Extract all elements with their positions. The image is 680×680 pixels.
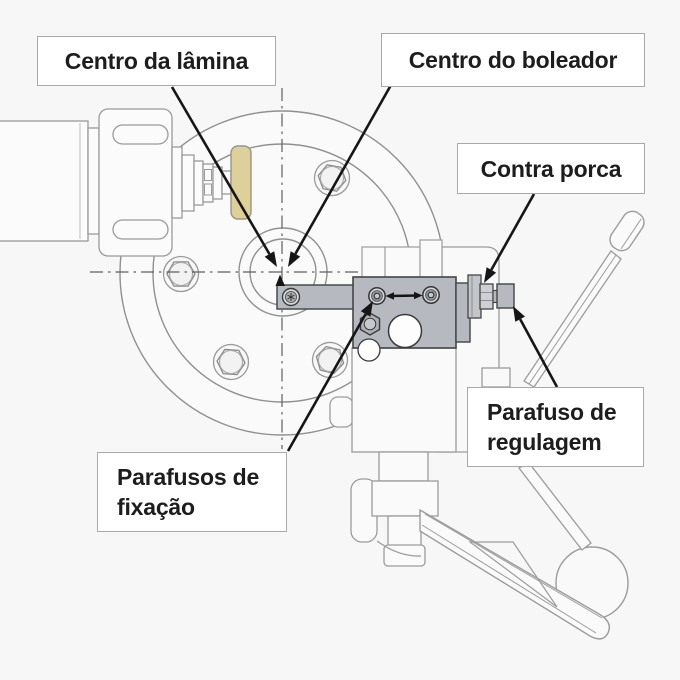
label-text-line2: fixação bbox=[117, 494, 195, 520]
label-centro-do-boleador: Centro do boleador bbox=[381, 33, 645, 87]
block-small-hole bbox=[357, 338, 381, 362]
label-text-line1: Parafuso de bbox=[487, 399, 617, 425]
fixing-screws bbox=[368, 286, 440, 305]
screw-span-arrow bbox=[385, 291, 423, 300]
label-text: Centro do boleador bbox=[408, 47, 618, 73]
label-centro-da-lamina: Centro da lâmina bbox=[37, 36, 276, 86]
tool-body bbox=[329, 347, 457, 567]
label-text: Centro da lâmina bbox=[64, 48, 249, 74]
lock-nut bbox=[479, 283, 494, 310]
blade-insert bbox=[230, 145, 252, 220]
label-text: Contra porca bbox=[480, 155, 622, 182]
hand-lever bbox=[419, 210, 645, 640]
block-top-tab bbox=[361, 239, 443, 279]
bar-torx-screw bbox=[281, 287, 301, 307]
block-large-hole bbox=[387, 313, 423, 349]
label-text-line2: regulagem bbox=[487, 429, 602, 455]
spindle-assembly bbox=[0, 108, 232, 257]
leader-lines bbox=[170, 84, 559, 452]
label-text-line1: Parafusos de bbox=[117, 464, 260, 490]
collet-wrench-slot bbox=[112, 219, 169, 240]
flange-bolts bbox=[162, 159, 351, 381]
block-hex-nut bbox=[359, 312, 381, 336]
label-parafusos-de-fixacao: Parafusos de fixação bbox=[97, 452, 287, 532]
blade-tip bbox=[275, 274, 285, 286]
adjustment-screw bbox=[492, 283, 515, 309]
collet-wrench-slot bbox=[112, 124, 169, 145]
label-contra-porca: Contra porca bbox=[457, 143, 645, 194]
label-parafuso-de-regulagem: Parafuso de regulagem bbox=[467, 387, 644, 467]
